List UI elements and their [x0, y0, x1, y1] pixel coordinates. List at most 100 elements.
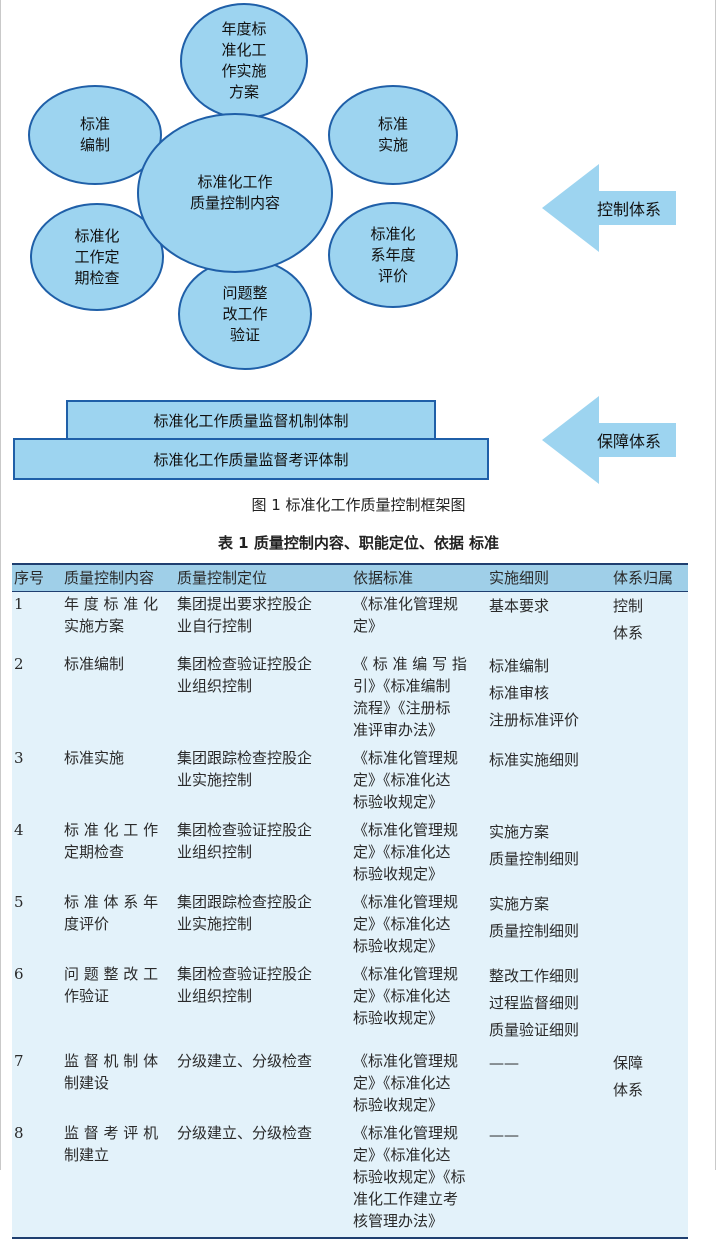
cell-line: 集团检查验证控股企 [177, 821, 313, 839]
node-standard-drafting: 标准 编制 [28, 85, 162, 185]
node-text: 标准化 [74, 226, 120, 245]
cell-detail: 标准编制标准审核注册标准评价 [487, 652, 611, 746]
cell-line: 7 [14, 1052, 24, 1070]
cell-line: 标准编制 [64, 655, 125, 673]
cell-line: 质量验证细则 [489, 1021, 580, 1039]
cell-no: 3 [12, 746, 62, 818]
cell-line: 引》《标准编制 [353, 677, 451, 695]
node-text: 验证 [229, 325, 260, 344]
cell-line: 4 [14, 821, 24, 839]
cell-line: 标验收规定》 [353, 793, 444, 811]
guarantee-system-arrow: 保障体系 [542, 396, 676, 484]
cell-content: 标 准 化 工 作定期检查 [62, 818, 175, 890]
node-text: 编制 [79, 136, 110, 154]
cell-line: 定》《标准化达 [353, 843, 451, 861]
cell-system [611, 890, 688, 962]
cell-line: 《标准化管理规 [353, 965, 459, 983]
node-annual-evaluation: 标准化 系年度 评价 [328, 202, 458, 308]
node-text: 作实施 [221, 62, 267, 80]
arrow-label: 保障体系 [596, 432, 661, 451]
node-text: 方案 [228, 83, 259, 101]
cell-line: 体系 [613, 1081, 644, 1099]
node-center-quality-control: 标准化工作 质量控制内容 [137, 113, 333, 273]
header-position: 质量控制定位 [175, 563, 351, 592]
cell-content: 监 督 考 评 机制建立 [62, 1121, 175, 1239]
cell-line: 监 督 机 制 体 [64, 1052, 159, 1070]
node-text: 质量控制内容 [189, 194, 280, 212]
cell-system [611, 746, 688, 818]
cell-system: 保障体系 [611, 1049, 688, 1121]
page-frame [0, 0, 716, 1170]
cell-line: 3 [14, 749, 24, 767]
cell-line: 标验收规定》 [353, 937, 444, 955]
cell-line: 实施方案 [64, 617, 125, 635]
cell-content: 标准编制 [62, 652, 175, 746]
node-text: 评价 [377, 266, 408, 285]
cell-line: 标验收规定》《标 [353, 1168, 466, 1186]
node-text: 准化工 [221, 41, 267, 59]
header-no: 序号 [12, 563, 62, 592]
cell-line: 2 [14, 655, 24, 673]
cell-detail: 实施方案质量控制细则 [487, 818, 611, 890]
cell-line: 《标准化管理规 [353, 1124, 459, 1142]
cell-system [611, 818, 688, 890]
cell-no: 5 [12, 890, 62, 962]
cell-line: 定》《标准化达 [353, 915, 451, 933]
cell-line: 定》《标准化达 [353, 771, 451, 789]
cell-line: 定》《标准化达 [353, 987, 451, 1005]
supervision-evaluation-bar: 标准化工作质量监督考评体制 [13, 438, 489, 480]
cell-line: 业组织控制 [177, 987, 253, 1005]
cell-line: 质量控制细则 [489, 922, 580, 940]
table-title: 表 1 质量控制内容、职能定位、依据 标准 [217, 534, 500, 552]
cell-basis: 《标准化管理规定》《标准化达标验收规定》 [351, 1049, 487, 1121]
cell-line: 标准实施 [64, 749, 125, 767]
cell-line: 作验证 [64, 987, 110, 1005]
node-text: 问题整 [222, 283, 268, 302]
cell-line: 《标准化管理规 [353, 893, 459, 911]
cell-position: 分级建立、分级检查 [175, 1121, 351, 1239]
cell-basis: 《标准化管理规定》 [351, 591, 487, 652]
cell-line: 标准实施细则 [489, 751, 580, 769]
cell-line: 过程监督细则 [489, 994, 580, 1012]
cell-content: 标准实施 [62, 746, 175, 818]
cell-line: 业组织控制 [177, 677, 253, 695]
node-rectification-verification: 问题整 改工作 验证 [178, 258, 312, 370]
cell-line: 定》《标准化达 [353, 1146, 451, 1164]
node-standard-implementation: 标准 实施 [328, 85, 458, 185]
node-text: 标准化 [370, 224, 416, 243]
node-text: 标准化工作 [197, 173, 273, 191]
cell-detail: 实施方案质量控制细则 [487, 890, 611, 962]
cell-line: 定期检查 [64, 843, 125, 861]
cell-line: 监 督 考 评 机 [64, 1124, 159, 1142]
cell-line: —— [489, 1054, 519, 1072]
cell-system [611, 1121, 688, 1239]
left-arrow-icon [542, 396, 676, 484]
cell-line: 定》《标准化达 [353, 1074, 451, 1092]
cell-line: 8 [14, 1124, 24, 1142]
cell-content: 问 题 整 改 工作验证 [62, 962, 175, 1049]
left-arrow-icon [542, 164, 676, 252]
cell-line: 标准审核 [489, 684, 550, 702]
cell-detail: —— [487, 1049, 611, 1121]
cell-line: 《标准化管理规 [353, 1052, 459, 1070]
node-text: 改工作 [222, 304, 268, 323]
cell-line: 整改工作细则 [489, 967, 580, 985]
cell-line: 标验收规定》 [353, 1009, 444, 1027]
cell-no: 4 [12, 818, 62, 890]
cell-line: 流程》《注册标 [353, 699, 451, 717]
cell-line: 准评审办法》 [353, 721, 444, 739]
cell-content: 标 准 体 系 年度评价 [62, 890, 175, 962]
cell-basis: 《 标 准 编 写 指引》《标准编制流程》《注册标准评审办法》 [351, 652, 487, 746]
header-basis: 依据标准 [351, 563, 487, 592]
cell-line: 《标准化管理规 [353, 821, 459, 839]
cell-system: 控制体系 [611, 591, 688, 652]
cell-content: 年 度 标 准 化实施方案 [62, 591, 175, 652]
cell-line: 分级建立、分级检查 [177, 1124, 313, 1142]
cell-no: 6 [12, 962, 62, 1049]
